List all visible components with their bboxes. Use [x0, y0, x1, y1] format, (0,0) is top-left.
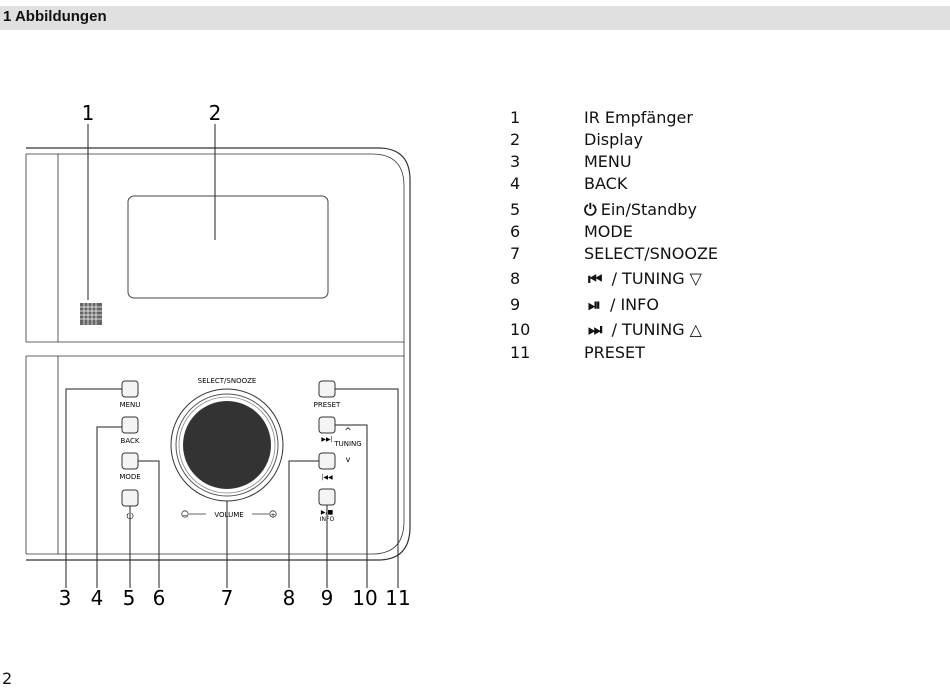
- power-button: [121, 489, 139, 507]
- legend-text: SELECT/SNOOZE: [584, 244, 719, 263]
- next-tuning-up-button: [318, 416, 336, 434]
- legend-number: 6: [510, 222, 521, 241]
- legend-number: 3: [510, 152, 521, 171]
- next-symbol-label: ▶▶|: [321, 436, 332, 443]
- play-pause-icon: ⏯: [588, 295, 601, 314]
- callout-8: 8: [283, 586, 296, 610]
- legend-text: IR Empfänger: [584, 108, 693, 127]
- legend-text: / TUNING ▽: [611, 269, 702, 288]
- legend-number: 8: [510, 269, 521, 288]
- callout-9: 9: [321, 586, 334, 610]
- callout-1: 1: [82, 101, 95, 125]
- volume-plus: +: [270, 512, 275, 519]
- label-menu: MENU: [120, 401, 141, 409]
- mode-button: [121, 452, 139, 470]
- down-chevron: v: [346, 455, 351, 464]
- legend-number: 1: [510, 108, 521, 127]
- label-mode: MODE: [119, 473, 140, 481]
- label-select-snooze: SELECT/SNOOZE: [198, 377, 257, 385]
- prev-symbol-label: |◀◀: [321, 474, 333, 481]
- callout-7: 7: [221, 586, 234, 610]
- up-chevron: ^: [344, 427, 352, 437]
- select-knob: [183, 401, 271, 489]
- legend-text: Display: [584, 130, 643, 149]
- label-tuning: TUNING: [333, 440, 361, 448]
- legend-number: 5: [510, 200, 521, 219]
- legend-text: MENU: [584, 152, 632, 171]
- device-outline: [25, 147, 411, 561]
- legend-number: 9: [510, 295, 521, 314]
- legend-number: 7: [510, 244, 521, 263]
- next-track-icon: ⏭: [588, 320, 602, 339]
- callout-4: 4: [91, 586, 104, 610]
- volume-minus: −: [182, 512, 187, 519]
- back-button: [121, 416, 139, 434]
- display-window: [127, 195, 329, 299]
- section-title: 1 Abbildungen: [3, 8, 107, 25]
- legend-text: BACK: [584, 174, 628, 193]
- menu-button: [121, 380, 139, 398]
- legend-text: / INFO: [609, 295, 659, 314]
- callout-3: 3: [59, 586, 72, 610]
- label-back: BACK: [121, 437, 140, 445]
- callout-2: 2: [209, 101, 222, 125]
- callout-11: 11: [385, 586, 410, 610]
- legend-number: 2: [510, 130, 521, 149]
- callout-10: 10: [352, 586, 377, 610]
- legend-number: 4: [510, 174, 521, 193]
- legend-text: / TUNING △: [611, 320, 702, 339]
- callout-6: 6: [153, 586, 166, 610]
- prev-tuning-down-button: [318, 452, 336, 470]
- label-volume: VOLUME: [214, 511, 243, 519]
- legend-text: PRESET: [584, 343, 645, 362]
- previous-track-icon: ⏮: [588, 269, 602, 288]
- legend-text: MODE: [584, 222, 633, 241]
- play-info-button: [318, 488, 336, 506]
- leader-lines: [65, 388, 399, 588]
- callout-5: 5: [123, 586, 136, 610]
- page-number: 2: [2, 669, 13, 688]
- header-bar: [0, 6, 950, 30]
- legend-number: 11: [510, 343, 531, 362]
- legend-number: 10: [510, 320, 531, 339]
- label-preset: PRESET: [314, 401, 341, 409]
- ir-receiver: [80, 303, 102, 325]
- power-icon: ⏻: [584, 200, 597, 219]
- device-buttons: [121, 380, 336, 507]
- preset-button: [318, 380, 336, 398]
- legend-text: Ein/Standby: [600, 200, 697, 219]
